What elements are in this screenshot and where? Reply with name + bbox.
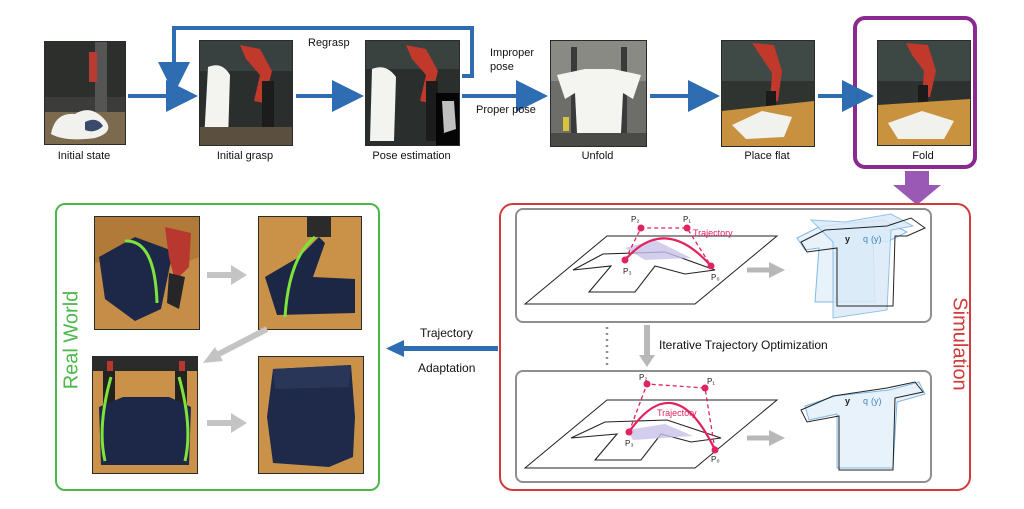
real-photo-4 [258, 356, 364, 474]
caption-pose-estimation: Pose estimation [372, 150, 451, 162]
sim-bottom-y: y [845, 396, 850, 406]
sim-top-trajectory: Trajectory [693, 228, 733, 238]
sim-bottom-p0: P₀ [711, 455, 720, 464]
sim-panel-bottom [515, 370, 932, 483]
label-adaptation: Adaptation [418, 361, 476, 375]
label-improper-pose-line2: pose [490, 61, 514, 73]
photo-fold [877, 40, 971, 146]
sim-bottom-p2: P₂ [639, 373, 647, 382]
simulation-title: Simulation [924, 274, 994, 414]
real-photo-2 [258, 216, 362, 330]
sim-top-p0: P₀ [711, 273, 720, 282]
photo-unfold [550, 40, 647, 147]
caption-initial-grasp: Initial grasp [216, 150, 274, 162]
caption-unfold: Unfold [581, 150, 614, 162]
label-regrasp: Regrasp [308, 37, 350, 49]
label-trajectory: Trajectory [420, 326, 473, 340]
sim-top-y: y [845, 234, 850, 244]
caption-place-flat: Place flat [744, 150, 790, 162]
sim-top-qy: (y) [871, 234, 882, 244]
sim-bottom-qy: (y) [871, 396, 882, 406]
arrow-adaptation [386, 340, 498, 357]
sim-top-q: q [863, 234, 868, 244]
sim-bottom-p1: P₁ [707, 377, 715, 386]
real-photo-1 [94, 216, 200, 330]
photo-initial-grasp [199, 40, 293, 146]
iterative-connector [605, 325, 655, 367]
sim-bottom-p3: P₃ [625, 439, 634, 448]
real-world-arrows [203, 265, 269, 433]
photo-initial-state [44, 41, 126, 145]
sim-top-p3: P₃ [623, 267, 632, 276]
caption-fold: Fold [912, 150, 934, 162]
caption-initial-state: Initial state [57, 150, 111, 162]
sim-top-p1: P₁ [683, 215, 691, 224]
label-proper-pose: Proper pose [476, 104, 536, 116]
sim-bottom-q: q [863, 396, 868, 406]
arrow-regrasp-loop [158, 26, 474, 94]
sim-bottom-trajectory: Trajectory [657, 408, 697, 418]
sim-panel-bottom-drawing: P₀ P₁ P₂ P₃ Trajectory y q (y) [523, 373, 926, 471]
label-iterative-trajectory-optimization: Iterative Trajectory Optimization [659, 338, 828, 352]
real-photo-3 [92, 356, 198, 474]
label-improper-pose-line1: Improper [490, 47, 535, 59]
pipeline-arrows [128, 26, 874, 112]
sim-top-p2: P₂ [631, 215, 639, 224]
simulation-frame [499, 203, 971, 491]
simulation-title-text: Simulation [948, 297, 971, 391]
real-world-frame [55, 203, 380, 491]
sim-panel-top [515, 208, 932, 323]
photo-pose-estimation [365, 40, 460, 146]
sim-panel-top-drawing: P₀ P₁ P₂ P₃ Trajectory y q (y) [523, 213, 927, 319]
fold-to-simulation-arrow [893, 171, 941, 205]
photo-place-flat [721, 40, 815, 147]
